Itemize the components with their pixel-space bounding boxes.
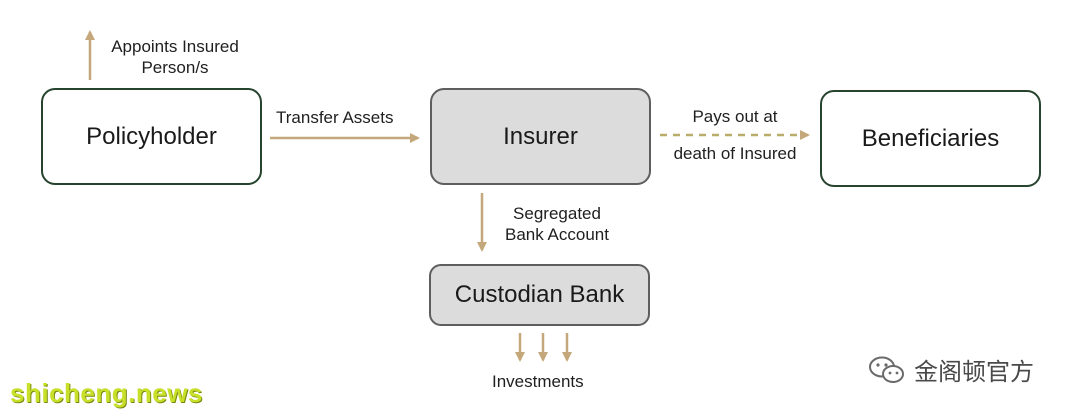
investments-label: Investments — [492, 372, 584, 391]
beneficiaries-box: Beneficiaries — [820, 90, 1041, 187]
insurer-box: Insurer — [430, 88, 651, 185]
segregated-label: Segregated Bank Account — [496, 203, 618, 245]
custodian-bank-label: Custodian Bank — [454, 281, 625, 308]
site-watermark: shicheng.news — [10, 378, 203, 408]
insurer-label: Insurer — [503, 122, 578, 150]
transfer-assets-label: Transfer Assets — [276, 108, 394, 127]
pays-out-label-line1: Pays out at — [692, 107, 778, 126]
policyholder-label: Policyholder — [86, 122, 217, 150]
policyholder-box: Policyholder — [41, 88, 262, 185]
appoints-label: Appoints Insured Person/s — [101, 36, 249, 78]
custodian-bank-box: Custodian Bank — [429, 264, 650, 326]
brand-watermark: 金阁顿官方 — [868, 352, 1034, 387]
segregated-label-line2: Bank Account — [505, 225, 609, 244]
appoints-label-line2: Person/s — [141, 58, 209, 77]
appoints-label-line1: Appoints Insured — [111, 37, 239, 56]
beneficiaries-label: Beneficiaries — [861, 124, 1000, 152]
pays-out-label-line2: death of Insured — [673, 144, 797, 163]
pays-out-label: Pays out at death of Insured — [660, 106, 810, 164]
segregated-label-line1: Segregated — [513, 204, 601, 223]
wechat-icon — [869, 356, 904, 383]
brand-text: 金阁顿官方 — [914, 359, 1034, 386]
